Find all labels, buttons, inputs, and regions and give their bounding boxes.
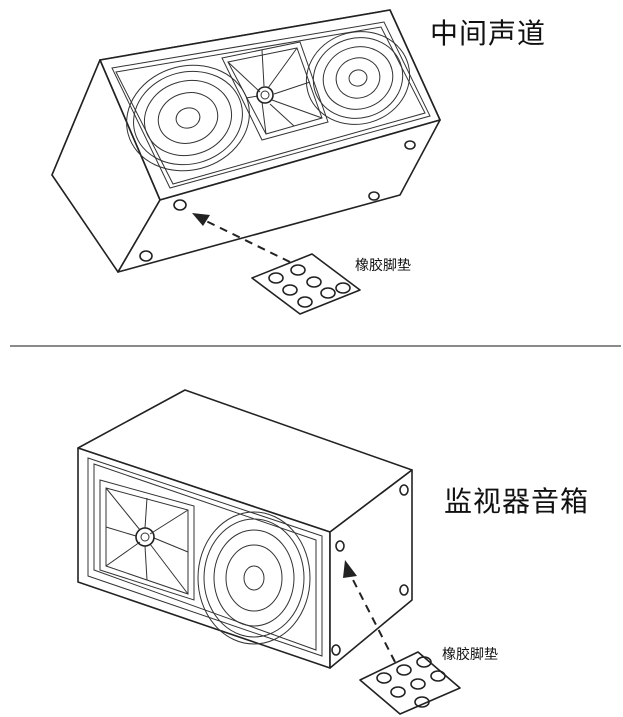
section-divider [10, 345, 621, 347]
monitor-speaker-cabinet [77, 389, 413, 669]
center-pad-label: 橡胶脚垫 [355, 258, 411, 274]
center-arrow [192, 213, 291, 263]
monitor-rubber-pad-sheet [359, 651, 461, 715]
monitor-tweeter-horn [99, 479, 195, 601]
monitor-speaker-section: 监视器音箱 [0, 350, 623, 717]
center-cabinet-feet [139, 140, 416, 262]
monitor-speaker-title: 监视器音箱 [444, 485, 590, 518]
center-speaker-cabinet [51, 9, 441, 273]
center-left-woofer [126, 64, 250, 172]
center-right-woofer [305, 31, 411, 125]
monitor-pad-label: 橡胶脚垫 [442, 647, 498, 663]
monitor-arrow [343, 560, 396, 663]
monitor-cabinet-feet [331, 484, 409, 656]
monitor-woofer [197, 511, 311, 645]
center-rubber-pad-sheet [251, 253, 361, 315]
monitor-speaker-illustration [77, 389, 461, 715]
center-tweeter-horn [221, 41, 329, 141]
center-channel-illustration [51, 9, 441, 315]
center-channel-section: 中间声道 [0, 0, 623, 345]
center-channel-title: 中间声道 [430, 17, 547, 50]
